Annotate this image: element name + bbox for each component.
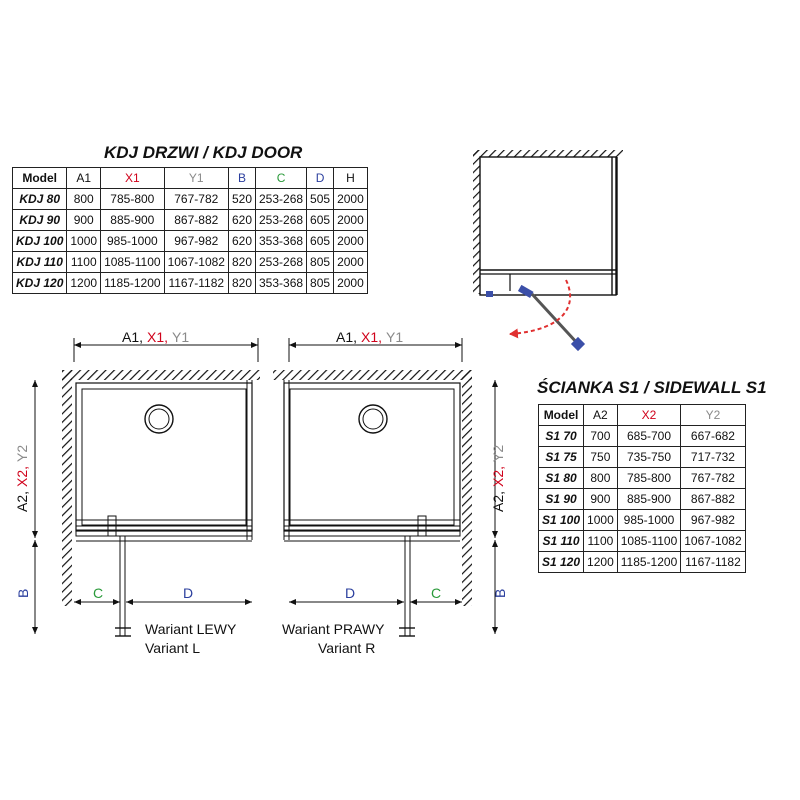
value-cell: 800 xyxy=(583,467,618,489)
value-cell: 667-682 xyxy=(680,425,746,447)
value-cell: 805 xyxy=(306,251,335,273)
value-cell: 1085-1100 xyxy=(100,251,165,273)
value-cell: 1167-1182 xyxy=(163,272,229,294)
model-cell: S1 120 xyxy=(537,551,585,573)
left-wall-hatch xyxy=(473,150,480,294)
right-top-dim-label: A1,X1,Y1 xyxy=(336,329,403,345)
value-cell: 1200 xyxy=(66,272,102,294)
left-d-label: D xyxy=(183,585,193,601)
value-cell: 605 xyxy=(306,209,335,231)
model-cell: S1 110 xyxy=(537,530,585,552)
column-header: D xyxy=(306,167,335,189)
value-cell: 2000 xyxy=(333,251,368,273)
value-cell: 1167-1182 xyxy=(680,551,746,573)
value-cell: 520 xyxy=(227,188,257,210)
top-plan-view xyxy=(473,150,623,352)
model-cell: KDJ 110 xyxy=(11,251,68,273)
value-cell: 353-368 xyxy=(254,272,308,294)
right-d-label: D xyxy=(345,585,355,601)
model-cell: S1 100 xyxy=(537,509,585,531)
model-cell: KDJ 90 xyxy=(11,209,68,231)
value-cell: 1185-1200 xyxy=(616,551,682,573)
right-variant-top-wall xyxy=(273,370,472,380)
door-table-title: KDJ DRZWI / KDJ DOOR xyxy=(104,143,303,162)
left-top-dim-label: A1,X1,Y1 xyxy=(122,329,189,345)
value-cell: 1185-1200 xyxy=(100,272,165,294)
top-wall-hatch xyxy=(473,150,623,157)
model-cell: KDJ 120 xyxy=(11,272,68,294)
left-variant-top-wall xyxy=(62,370,260,380)
value-cell: 253-268 xyxy=(254,188,308,210)
right-variant-side-wall xyxy=(462,370,472,606)
drain-icon xyxy=(144,404,174,434)
value-cell: 785-800 xyxy=(100,188,165,210)
value-cell: 2000 xyxy=(333,188,368,210)
right-c-label: C xyxy=(431,585,441,601)
model-cell: S1 80 xyxy=(537,467,585,489)
value-cell: 900 xyxy=(66,209,102,231)
left-c-label: C xyxy=(93,585,103,601)
value-cell: 785-800 xyxy=(616,467,682,489)
value-cell: 767-782 xyxy=(163,188,229,210)
left-variant-drawing xyxy=(32,338,260,637)
drain-icon xyxy=(358,404,388,434)
value-cell: 820 xyxy=(227,272,257,294)
door-swing-arrow xyxy=(509,279,571,339)
value-cell: 1200 xyxy=(583,551,618,573)
column-header: Model xyxy=(537,404,585,426)
right-b-label: B xyxy=(492,589,508,598)
value-cell: 1000 xyxy=(583,509,618,531)
value-cell: 505 xyxy=(306,188,335,210)
value-cell: 685-700 xyxy=(616,425,682,447)
model-cell: S1 70 xyxy=(537,425,585,447)
value-cell: 805 xyxy=(306,272,335,294)
value-cell: 1085-1100 xyxy=(616,530,682,552)
column-header: A1 xyxy=(66,167,102,189)
value-cell: 885-900 xyxy=(100,209,165,231)
left-b-label: B xyxy=(15,589,31,598)
model-cell: KDJ 80 xyxy=(11,188,68,210)
variant-left-label-pl: Wariant LEWY xyxy=(145,621,237,637)
column-header: X2 xyxy=(616,404,682,426)
right-variant-drawing xyxy=(273,338,498,637)
model-cell: KDJ 100 xyxy=(11,230,68,252)
right-side-dim-label: A2,X2,Y2 xyxy=(490,445,506,512)
value-cell: 1067-1082 xyxy=(163,251,229,273)
sidewall-table-title: ŚCIANKA S1 / SIDEWALL S1 xyxy=(537,378,767,397)
value-cell: 620 xyxy=(227,230,257,252)
value-cell: 1000 xyxy=(66,230,102,252)
value-cell: 717-732 xyxy=(680,446,746,468)
variant-left-label-en: Variant L xyxy=(145,640,200,656)
variant-right-label-pl: Wariant PRAWY xyxy=(282,621,385,637)
value-cell: 1100 xyxy=(583,530,618,552)
value-cell: 1100 xyxy=(66,251,102,273)
value-cell: 2000 xyxy=(333,272,368,294)
variant-right-label-en: Variant R xyxy=(318,640,375,656)
value-cell: 767-782 xyxy=(680,467,746,489)
left-side-dim-label: A2,X2,Y2 xyxy=(14,445,30,512)
left-variant-side-wall xyxy=(62,370,72,606)
value-cell: 735-750 xyxy=(616,446,682,468)
